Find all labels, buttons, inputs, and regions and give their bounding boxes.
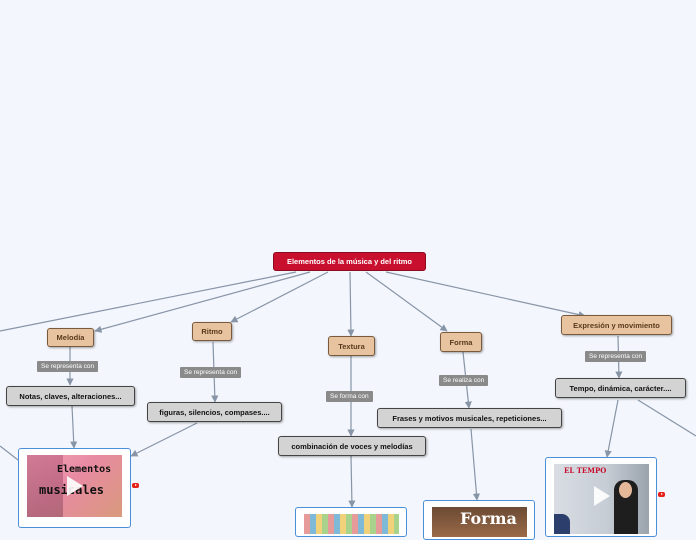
connector-root-forma	[365, 271, 448, 332]
detail-melodia[interactable]: Notas, claves, alteraciones...	[6, 386, 135, 406]
thumbnail-title-line1: Elementos	[57, 464, 112, 475]
root-node[interactable]: Elementos de la música y del ritmo	[273, 252, 426, 271]
detail-label: figuras, silencios, compases....	[159, 407, 270, 417]
detail-label: Tempo, dinámica, carácter....	[569, 383, 672, 393]
link-label-expresion: Se representa con	[585, 351, 647, 362]
connector-expresion-offscreen	[637, 399, 696, 437]
thumbnail-title-forma: Forma	[460, 509, 517, 528]
detail-forma[interactable]: Frases y motivos musicales, repeticiones…	[377, 408, 562, 428]
topic-textura[interactable]: Textura	[328, 336, 375, 356]
topic-forma[interactable]: Forma	[440, 332, 482, 352]
youtube-icon[interactable]	[658, 492, 665, 497]
media-card-elementos[interactable]: Elementos musicales	[18, 448, 131, 528]
topic-ritmo[interactable]: Ritmo	[192, 322, 232, 341]
topic-label: Textura	[338, 341, 365, 351]
root-label: Elementos de la música y del ritmo	[286, 257, 413, 266]
photo-overlay	[27, 455, 63, 517]
connector-forma-media	[470, 428, 481, 501]
connector-ritmo-media	[130, 422, 198, 457]
link-label-ritmo: Se representa con	[180, 367, 242, 378]
corner-logo	[554, 514, 570, 534]
video-thumbnail-forma[interactable]: Forma	[432, 507, 527, 537]
connector-root-offscreen-left	[0, 271, 297, 332]
media-card-forma[interactable]: Forma	[423, 500, 535, 540]
topic-expresion[interactable]: Expresión y movimiento	[561, 315, 672, 335]
link-label-melodia: Se representa con	[37, 361, 99, 372]
detail-label: combinación de voces y melodías	[291, 441, 413, 451]
link-label-textura: Se forma con	[326, 391, 373, 402]
topic-label: Expresión y movimiento	[573, 320, 660, 330]
connector-expresion-media	[604, 399, 619, 458]
play-icon[interactable]	[67, 476, 83, 496]
connector-root-textura	[347, 271, 355, 337]
detail-ritmo[interactable]: figuras, silencios, compases....	[147, 402, 282, 422]
connector-melodia-media	[70, 405, 78, 449]
media-card-textura[interactable]	[295, 507, 407, 537]
connector-root-ritmo	[230, 271, 329, 323]
play-icon[interactable]	[594, 486, 610, 506]
connector-lines	[0, 271, 696, 508]
detail-label: Frases y motivos musicales, repeticiones…	[392, 413, 547, 423]
topic-label: Forma	[449, 337, 473, 347]
presenter-face	[619, 482, 632, 498]
detail-expresion[interactable]: Tempo, dinámica, carácter....	[555, 378, 686, 398]
topic-label: Ritmo	[201, 327, 223, 336]
video-thumbnail-elementos[interactable]: Elementos musicales	[27, 455, 122, 517]
detail-textura[interactable]: combinación de voces y melodías	[278, 436, 426, 456]
connector-root-melodia	[94, 271, 311, 333]
link-label-forma: Se realiza con	[439, 375, 489, 386]
detail-label: Notas, claves, alteraciones...	[19, 391, 122, 401]
topic-label: Melodía	[56, 333, 85, 342]
media-card-tempo[interactable]: EL TEMPO	[545, 457, 657, 537]
image-thumbnail-textura	[304, 514, 399, 534]
video-thumbnail-tempo[interactable]: EL TEMPO	[554, 464, 649, 534]
youtube-icon[interactable]	[132, 483, 139, 488]
connector-offscreen-media	[0, 445, 19, 461]
topic-melodia[interactable]: Melodía	[47, 328, 94, 347]
thumbnail-title-tempo: EL TEMPO	[564, 466, 607, 475]
connector-textura-media	[348, 455, 356, 508]
connector-root-expresion	[385, 271, 586, 319]
